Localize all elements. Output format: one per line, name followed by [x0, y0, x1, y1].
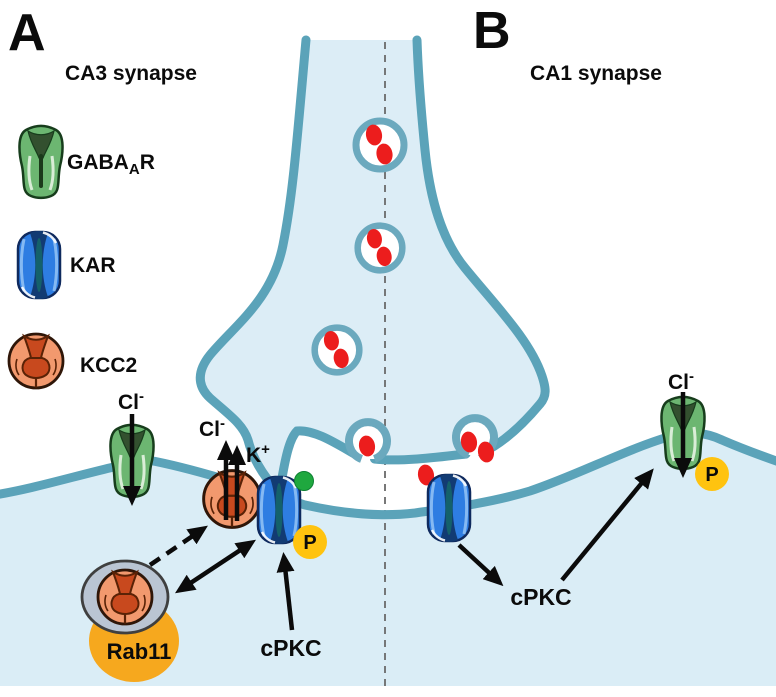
chloride-label-left: Cl-	[118, 388, 144, 414]
agonist-green-dot	[294, 471, 314, 491]
recycling-endosome	[80, 559, 170, 635]
kar-receptor-ca1	[426, 472, 472, 544]
phospho-badge-ca1	[695, 457, 729, 491]
kar-endosome-double-arrow	[174, 539, 257, 594]
synaptic-vesicle-2	[358, 226, 403, 271]
presynaptic-right-flank	[412, 35, 550, 458]
presynaptic-bottom-left	[277, 426, 363, 483]
rab11-label: Rab11	[107, 639, 172, 664]
phospho-badge-ca3	[293, 525, 327, 559]
kcc2-transporter-membrane	[202, 469, 262, 529]
presynaptic-left-flank	[195, 35, 311, 495]
synaptic-vesicle-1	[356, 121, 404, 169]
legend-kar-icon	[16, 229, 62, 301]
chloride-label-kcc2: Cl-	[199, 415, 225, 441]
kar-to-cpkc-arrow-ca1	[457, 543, 504, 587]
legend-kar-label: KAR	[70, 254, 116, 277]
panel-b-label: B	[473, 2, 511, 60]
cpkc-to-gabaar-arrow-ca1	[560, 468, 654, 582]
synaptic-vesicle-3	[315, 328, 360, 373]
panel-a-title: CA3 synapse	[65, 62, 197, 85]
presynaptic-bottom-middle	[370, 449, 471, 465]
cpkc-label-ca3: cPKC	[260, 635, 321, 661]
kar-receptor-ca3	[256, 474, 302, 546]
endosome-kcc2	[96, 568, 154, 626]
legend-gabaar-label: GABAAR	[67, 151, 155, 178]
postsynaptic-cell-fill	[0, 433, 776, 686]
panel-b-title: CA1 synapse	[530, 62, 662, 85]
chloride-label-right: Cl-	[668, 368, 694, 394]
legend-kcc2-icon	[7, 332, 65, 390]
cpkc-label-ca1: cPKC	[510, 584, 571, 610]
cpkc-activation-arrow-ca3	[276, 552, 295, 631]
potassium-label-kcc2: K+	[246, 441, 270, 467]
endosome-recycling-dashed-arrow	[148, 525, 208, 567]
legend-gabaar-icon	[17, 124, 65, 200]
presynaptic-membrane-stroke	[195, 35, 550, 495]
panel-a-label: A	[8, 4, 46, 62]
legend-kcc2-label: KCC2	[80, 354, 137, 377]
